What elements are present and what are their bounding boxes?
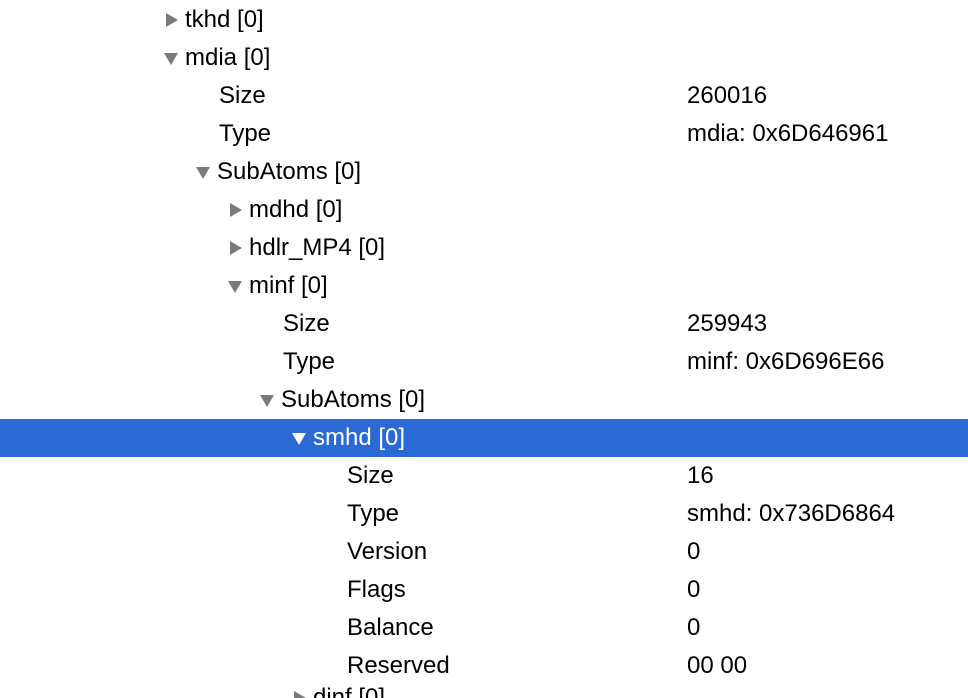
outline-row-label: Version (347, 538, 428, 565)
outline-row-value: 0 (687, 538, 701, 565)
disclosure-triangle-expanded-icon[interactable] (195, 163, 213, 181)
outline-row-name-cell: Reserved (347, 647, 450, 685)
outline-row-smhd-reserved[interactable]: Reserved 00 00 (0, 647, 968, 685)
outline-row-smhd-balance[interactable]: Balance 0 (0, 609, 968, 647)
outline-row-name-cell: Balance (347, 609, 434, 647)
outline-row-value: 0 (687, 614, 701, 641)
outline-row-smhd-size[interactable]: Size 16 (0, 457, 968, 495)
disclosure-triangle-collapsed-icon[interactable] (163, 11, 181, 29)
outline-row-label: dinf [0] (313, 684, 386, 698)
disclosure-triangle-collapsed-icon[interactable] (227, 201, 245, 219)
outline-row-name-cell: Type (283, 343, 335, 381)
outline-row-label: tkhd [0] (185, 6, 264, 33)
outline-row-name-cell: Type (219, 115, 271, 153)
outline-row-name-cell: smhd [0] (291, 419, 405, 457)
outline-row-mdia-subatoms[interactable]: SubAtoms [0] (0, 153, 968, 191)
outline-row-label: Balance (347, 614, 434, 641)
outline-row-name-cell: hdlr_MP4 [0] (227, 229, 385, 267)
outline-row-mdia-type[interactable]: Type mdia: 0x6D646961 (0, 115, 968, 153)
outline-row-minf-subatoms[interactable]: SubAtoms [0] (0, 381, 968, 419)
outline-row-name-cell: Size (347, 457, 394, 495)
disclosure-triangle-expanded-icon[interactable] (291, 429, 309, 447)
outline-row-name-cell: Version (347, 533, 427, 571)
outline-row-name-cell: SubAtoms [0] (259, 381, 425, 419)
outline-row-minf-size[interactable]: Size 259943 (0, 305, 968, 343)
outline-row-dinf[interactable]: dinf [0] (0, 679, 968, 698)
outline-row-label: SubAtoms [0] (217, 158, 362, 185)
outline-row-name-cell: minf [0] (227, 267, 328, 305)
outline-row-mdia[interactable]: mdia [0] (0, 39, 968, 77)
outline-row-name-cell: Flags (347, 571, 406, 609)
outline-row-value: 0 (687, 576, 701, 603)
disclosure-triangle-collapsed-icon[interactable] (291, 689, 309, 698)
outline-row-label: Type (347, 500, 400, 527)
outline-row-value: smhd: 0x736D6864 (687, 500, 896, 527)
outline-row-name-cell: Type (347, 495, 399, 533)
outline-row-label: Flags (347, 576, 406, 603)
outline-row-minf-type[interactable]: Type minf: 0x6D696E66 (0, 343, 968, 381)
outline-row-smhd-flags[interactable]: Flags 0 (0, 571, 968, 609)
outline-row-name-cell: Size (283, 305, 330, 343)
disclosure-triangle-expanded-icon[interactable] (227, 277, 245, 295)
outline-row-name-cell: Size (219, 77, 266, 115)
outline-row-label: Type (219, 120, 272, 147)
outline-row-mdhd[interactable]: mdhd [0] (0, 191, 968, 229)
outline-row-value: minf: 0x6D696E66 (687, 348, 885, 375)
disclosure-triangle-expanded-icon[interactable] (163, 49, 181, 67)
outline-row-label: Reserved (347, 652, 450, 679)
outline-row-tkhd[interactable]: tkhd [0] (0, 1, 968, 39)
outline-row-mdia-size[interactable]: Size 260016 (0, 77, 968, 115)
outline-row-name-cell: SubAtoms [0] (195, 153, 361, 191)
outline-row-label: Size (219, 82, 266, 109)
outline-row-label: Size (283, 310, 330, 337)
outline-row-label: mdhd [0] (249, 196, 343, 223)
outline-row-smhd-selected[interactable]: smhd [0] (0, 419, 968, 457)
outline-row-name-cell: tkhd [0] (163, 1, 264, 39)
outline-row-name-cell: mdia [0] (163, 39, 270, 77)
outline-row-label: Type (283, 348, 336, 375)
disclosure-triangle-expanded-icon[interactable] (259, 391, 277, 409)
outline-row-label: Size (347, 462, 394, 489)
outline-row-label: smhd [0] (313, 424, 406, 451)
outline-row-label: hdlr_MP4 [0] (249, 234, 386, 261)
outline-row-value: mdia: 0x6D646961 (687, 120, 889, 147)
outline-row-smhd-type[interactable]: Type smhd: 0x736D6864 (0, 495, 968, 533)
outline-row-value: 16 (687, 462, 714, 489)
outline-row-name-cell: mdhd [0] (227, 191, 342, 229)
outline-row-value: 259943 (687, 310, 768, 337)
outline-row-minf[interactable]: minf [0] (0, 267, 968, 305)
outline-row-name-cell: dinf [0] (291, 679, 385, 698)
outline-row-value: 260016 (687, 82, 768, 109)
outline-row-value: 00 00 (687, 652, 748, 679)
outline-row-label: mdia [0] (185, 44, 271, 71)
outline-row-label: minf [0] (249, 272, 328, 299)
outline-row-label: SubAtoms [0] (281, 386, 426, 413)
disclosure-triangle-collapsed-icon[interactable] (227, 239, 245, 257)
outline-row-hdlr-mp4[interactable]: hdlr_MP4 [0] (0, 229, 968, 267)
outline-row-smhd-version[interactable]: Version 0 (0, 533, 968, 571)
